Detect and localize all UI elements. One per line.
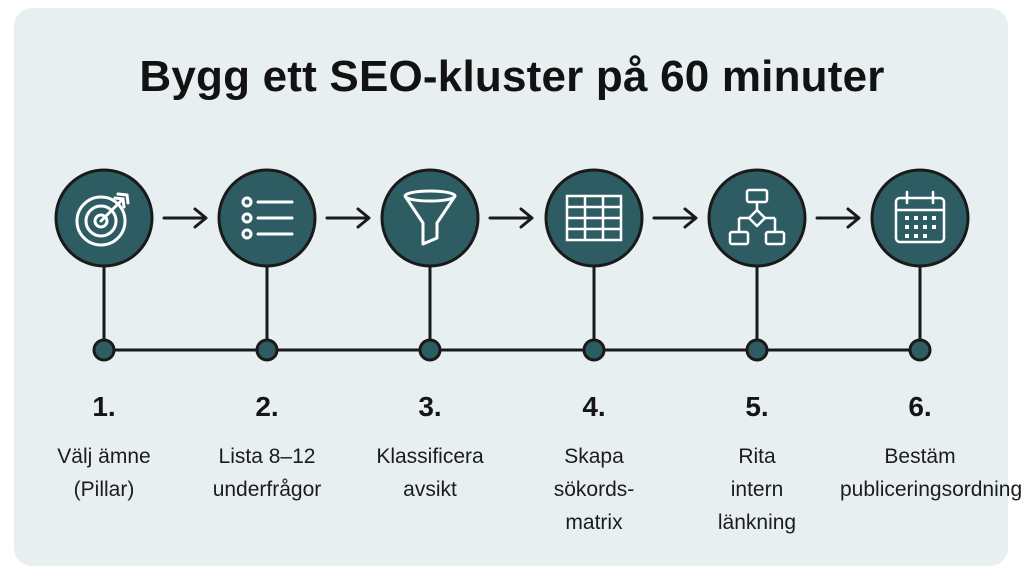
step-number: 2.	[255, 391, 279, 422]
step-number: 3.	[418, 391, 442, 422]
timeline-dot-5	[745, 338, 769, 362]
arrow-icon	[815, 207, 861, 229]
list-icon	[241, 196, 294, 240]
step-arrows	[162, 207, 861, 229]
connectors	[102, 266, 922, 350]
timeline-dots	[92, 338, 932, 362]
step-label-2: 2. Lista 8–12 underfrågor	[187, 392, 347, 506]
arrow-icon	[162, 207, 208, 229]
diagram-card	[14, 8, 1008, 566]
step-text: Skapa sökords- matrix	[553, 445, 635, 534]
step-number: 5.	[745, 391, 769, 422]
step-label-6: 6. Bestäm publiceringsordning	[840, 391, 1023, 506]
step-label-3: 3. Klassificera avsikt	[350, 392, 510, 506]
timeline-dot-2	[255, 338, 279, 362]
step-text: Rita intern länkning	[717, 445, 797, 534]
arrow-icon	[325, 207, 371, 229]
flowchart-icon	[728, 188, 786, 246]
diagram-title: Bygg ett SEO-kluster på 60 minuter	[139, 52, 885, 101]
table-icon	[565, 194, 623, 242]
funnel-icon	[403, 189, 457, 246]
arrow-icon	[652, 207, 698, 229]
timeline-dot-3	[418, 338, 442, 362]
step-text: Välj ämne (Pillar)	[57, 445, 151, 501]
step-number: 6.	[908, 391, 932, 422]
step-text: Bestäm publiceringsordning	[840, 445, 1023, 501]
calendar-icon	[894, 190, 946, 244]
step-number: 1.	[92, 391, 116, 422]
step-text: Lista 8–12 underfrågor	[212, 445, 322, 501]
step-circle-3	[380, 168, 480, 268]
calendar-days	[905, 216, 936, 238]
step-circle-6	[870, 168, 970, 268]
step-label-5: 5. Rita intern länkning	[677, 392, 837, 539]
step-label-4: 4. Skapa sökords- matrix	[514, 392, 674, 539]
arrow-icon	[488, 207, 534, 229]
timeline-dot-6	[908, 338, 932, 362]
timeline-dot-4	[582, 338, 606, 362]
target-icon	[75, 192, 130, 247]
step-circle-5	[707, 168, 807, 268]
step-number: 4.	[582, 391, 606, 422]
step-label-1: 1. Välj ämne (Pillar)	[24, 392, 184, 506]
step-text: Klassificera avsikt	[376, 445, 484, 501]
timeline-dot-1	[92, 338, 116, 362]
